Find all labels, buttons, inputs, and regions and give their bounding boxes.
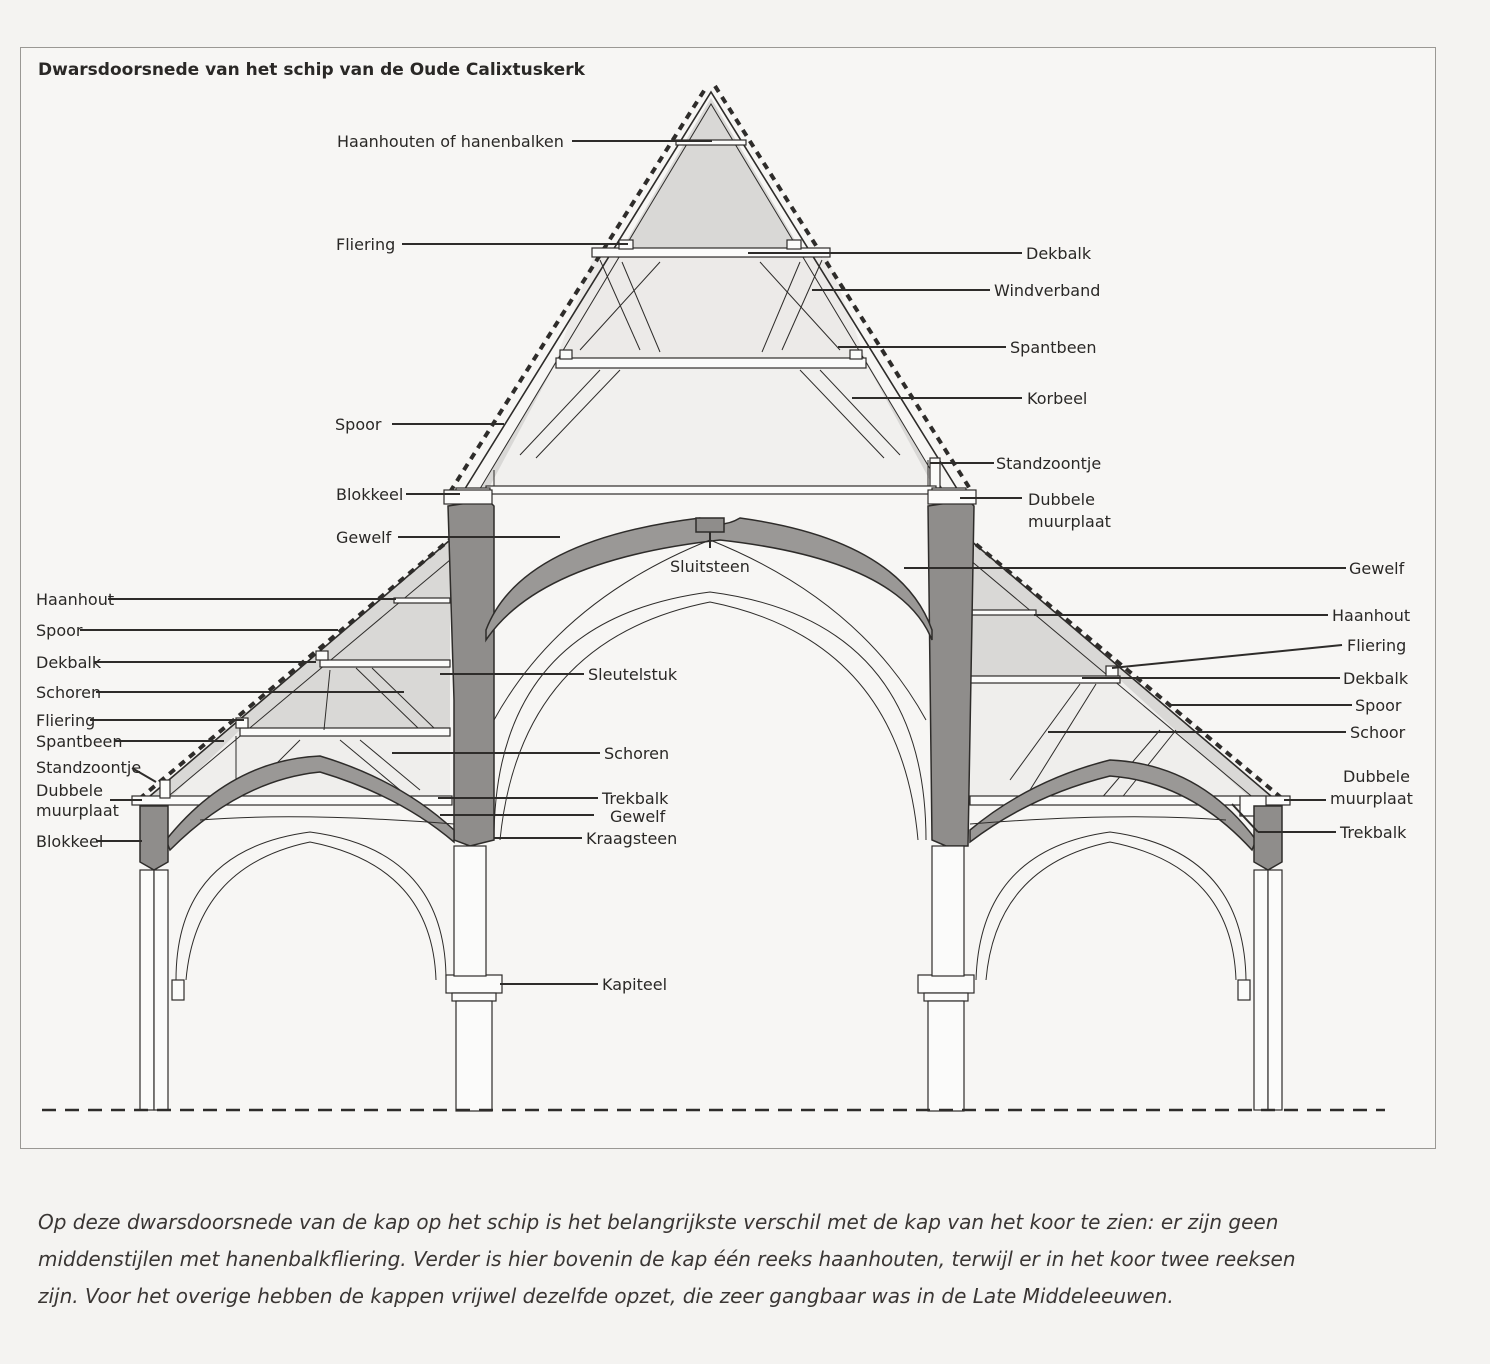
caption-line: Op deze dwarsdoorsnede van de kap op het… (38, 1210, 1279, 1234)
label-dubbele-left-1: Dubbele (36, 781, 103, 800)
label-dubbele-left-2: muurplaat (36, 801, 119, 820)
leader-lines (80, 140, 1352, 985)
diagram-title: Dwarsdoorsnede van het schip van de Oude… (38, 60, 586, 80)
label-kraagsteen: Kraagsteen (586, 829, 677, 848)
label-fliering-left: Fliering (36, 711, 95, 730)
label-schoren-mid: Schoren (604, 744, 669, 763)
label-dubbele-top-1: Dubbele (1028, 490, 1095, 509)
label-dekbalk-left: Dekbalk (36, 653, 102, 672)
label-dekbalk-right: Dekbalk (1343, 669, 1409, 688)
label-spoor-right: Spoor (1355, 696, 1402, 715)
label-schoor-right: Schoor (1350, 723, 1406, 742)
columns (445, 845, 975, 1112)
aisle-vaults (165, 755, 1257, 981)
main-vault (485, 517, 933, 841)
label-windverband: Windverband (994, 281, 1100, 300)
label-dubbele-top-2: muurplaat (1028, 512, 1111, 531)
central-roof (448, 84, 974, 501)
label-blokkeel-top: Blokkeel (336, 485, 403, 504)
label-spoor-left: Spoor (36, 621, 83, 640)
caption-line: middenstijlen met hanenbalkfliering. Ver… (38, 1247, 1296, 1271)
label-gewelf-right: Gewelf (1349, 559, 1405, 578)
label-fliering-right: Fliering (1347, 636, 1406, 655)
label-sluitsteen: Sluitsteen (670, 557, 750, 576)
label-trekbalk-mid: Trekbalk (601, 789, 669, 808)
label-sleutelstuk: Sleutelstuk (588, 665, 678, 684)
label-kapiteel: Kapiteel (602, 975, 667, 994)
label-trekbalk-right: Trekbalk (1339, 823, 1407, 842)
label-haanhout-left: Haanhout (36, 590, 114, 609)
label-standzoontje-top: Standzoontje (996, 454, 1101, 473)
label-blokkeel-left: Blokkeel (36, 832, 103, 851)
label-standzoontje-left: Standzoontje (36, 758, 141, 777)
label-spoor-top: Spoor (335, 415, 382, 434)
label-spantbeen-left: Spantbeen (36, 732, 123, 751)
label-dubbele-right-2: muurplaat (1330, 789, 1413, 808)
right-aisle-roof (964, 534, 1291, 817)
outer-walls (139, 805, 1283, 1111)
caption-line: zijn. Voor het overige hebben de kappen … (38, 1284, 1174, 1308)
label-schoren-left: Schoren (36, 683, 101, 702)
label-gewelf-mid: Gewelf (610, 807, 666, 826)
label-fliering-top: Fliering (336, 235, 395, 254)
caption: Op deze dwarsdoorsnede van de kap op het… (38, 1204, 1438, 1315)
label-haanhouten: Haanhouten of hanenbalken (337, 132, 564, 151)
label-korbeel: Korbeel (1027, 389, 1087, 408)
label-haanhout-right: Haanhout (1332, 606, 1410, 625)
label-dekbalk-top: Dekbalk (1026, 244, 1092, 263)
label-gewelf-left: Gewelf (336, 528, 392, 547)
label-dubbele-right-1: Dubbele (1343, 767, 1410, 786)
label-spantbeen-top: Spantbeen (1010, 338, 1097, 357)
labels: Haanhouten of hanenbalken Fliering Dekba… (36, 132, 1413, 994)
